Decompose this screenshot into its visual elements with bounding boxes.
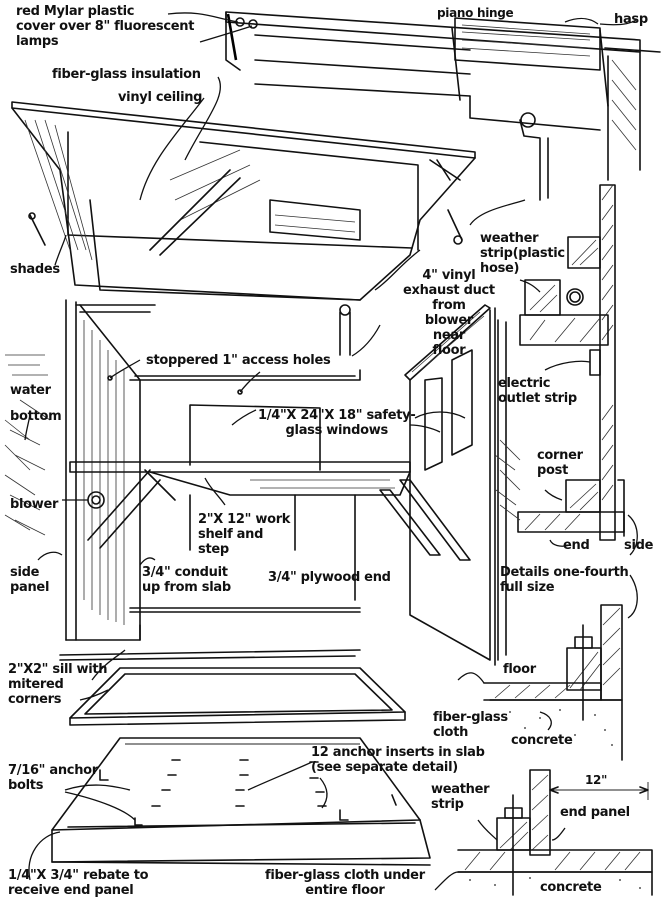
label-sill: 2"X2" sill with mitered corners [8,662,108,707]
label-dimension-12: 12" [585,773,608,787]
label-side: side [624,538,654,553]
detail-end-panel [457,769,653,896]
anchor-bolts [99,759,397,826]
sill-frame [59,649,406,726]
label-plywood-end: 3/4" plywood end [268,570,391,585]
label-floor: floor [503,662,536,677]
label-anchor-bolts: 7/16" anchor bolts [8,763,98,793]
label-side-panel: side panel [10,565,50,595]
label-shades: shades [10,262,60,277]
leader-lines [24,12,638,891]
lamp-housing [225,11,661,201]
label-exhaust-duct: 4" vinyl exhaust duct from blower near f… [403,268,495,358]
label-work-shelf: 2"X 12" work shelf and step [198,512,291,557]
label-blower: blower [10,497,59,512]
concrete-texture [509,709,613,746]
label-end: end [563,538,590,553]
label-mylar-cover: red Mylar plastic cover over 8" fluoresc… [16,4,195,49]
label-concrete-detail-b: concrete [511,733,573,748]
label-access-holes: stoppered 1" access holes [146,353,331,368]
label-fiberglass-insulation: fiber-glass insulation [52,67,201,82]
label-concrete-detail-c: concrete [540,880,602,895]
detail-floor-joint [483,604,623,761]
label-piano-hinge: piano hinge [437,6,514,20]
label-vinyl-ceiling: vinyl ceiling [118,90,203,105]
label-hasp: hasp [614,12,648,27]
label-end-panel: end panel [560,805,630,820]
label-conduit: 3/4" conduit up from slab [142,565,231,595]
label-corner-post: corner post [537,448,583,478]
label-fiberglass-floor: fiber-glass cloth under entire floor [265,868,425,898]
label-details-scale: Details one-fourth full size [500,565,629,595]
label-weather-strip-hose: weather strip(plastic hose) [480,231,565,276]
ceiling-box [11,101,476,301]
door [379,304,507,666]
label-anchor-inserts: 12 anchor inserts in slab (see separate … [311,745,485,775]
concrete-texture [469,877,641,891]
detail-wall-corner [494,184,625,541]
label-fiberglass-cloth: fiber-glass cloth [433,710,508,740]
label-water: water [10,383,51,398]
floor-slab [51,737,431,866]
label-rebate: 1/4"X 3/4" rebate to receive end panel [8,868,149,898]
label-weather-strip: weather strip [431,782,490,812]
label-electric-outlet: electric outlet strip [498,376,577,406]
label-safety-glass: 1/4"X 24"X 18" safety- glass windows [258,408,416,438]
label-bottom: bottom [10,409,62,424]
